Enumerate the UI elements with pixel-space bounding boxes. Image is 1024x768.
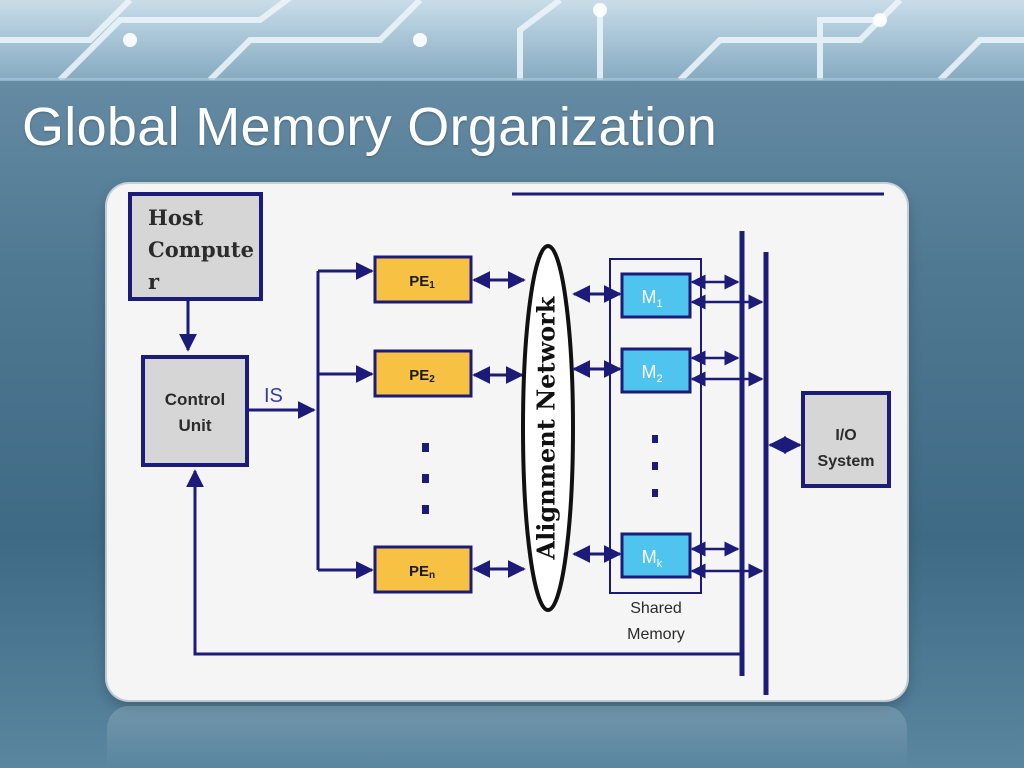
svg-text:PE1: PE1 [409,273,435,291]
memory-box-1: M1 [620,272,692,319]
alignment-network: Alignment Network [521,244,575,612]
pe-2-label: PE [409,367,429,384]
pe-n-label: PE [409,563,429,580]
is-label: IS [264,385,283,407]
memory-ellipsis-dots [652,435,658,497]
shared-memory-frame [609,258,702,594]
memory-k-subscript: k [657,558,663,570]
shared-memory-line-2: Memory [627,626,685,643]
host-computer-box: Host Compute r [128,192,263,301]
pe-box-2: PE2 [373,349,473,398]
memory-1-label: M [641,287,656,307]
bus-to-control-feedback-arrow [186,469,742,656]
pe-box-n: PEn [373,545,473,594]
memory-box-2: M2 [620,347,692,394]
pe-2-subscript: 2 [429,374,435,385]
host-computer-line-1: Host [148,205,204,230]
memory-box-k: Mk [620,532,692,579]
svg-text:PEn: PEn [409,563,435,581]
header-divider [0,78,1024,81]
io-system-box: I/O System [801,391,891,488]
pe-1-subscript: 1 [429,280,435,291]
memory-2-label: M [641,362,656,382]
memory-k-label: M [642,547,657,567]
svg-text:Mk: Mk [642,547,663,570]
svg-text:M2: M2 [641,362,662,385]
svg-text:PE2: PE2 [409,367,435,385]
io-system-line-2: System [818,453,875,470]
alignment-network-label: Alignment Network [532,295,561,560]
host-computer-line-2: Compute [148,237,254,262]
pe-n-subscript: n [429,570,435,581]
memory-1-subscript: 1 [656,298,662,310]
panel-reflection [107,706,907,768]
pe-box-1: PE1 [373,255,473,304]
control-unit-box: Control Unit [141,355,249,467]
slide-title: Global Memory Organization [22,97,718,157]
svg-text:M1: M1 [641,287,662,310]
control-unit-line-1: Control [165,390,225,409]
memory-2-subscript: 2 [656,373,662,385]
circuit-pattern-decoration [0,0,1024,80]
shared-memory-line-1: Shared [630,600,682,617]
control-unit-line-2: Unit [178,416,211,435]
pe-ellipsis-dots [422,443,429,514]
pe-1-label: PE [409,273,429,290]
host-computer-line-3: r [148,269,160,294]
header-circuit-banner [0,0,1024,80]
io-system-line-1: I/O [835,427,856,444]
